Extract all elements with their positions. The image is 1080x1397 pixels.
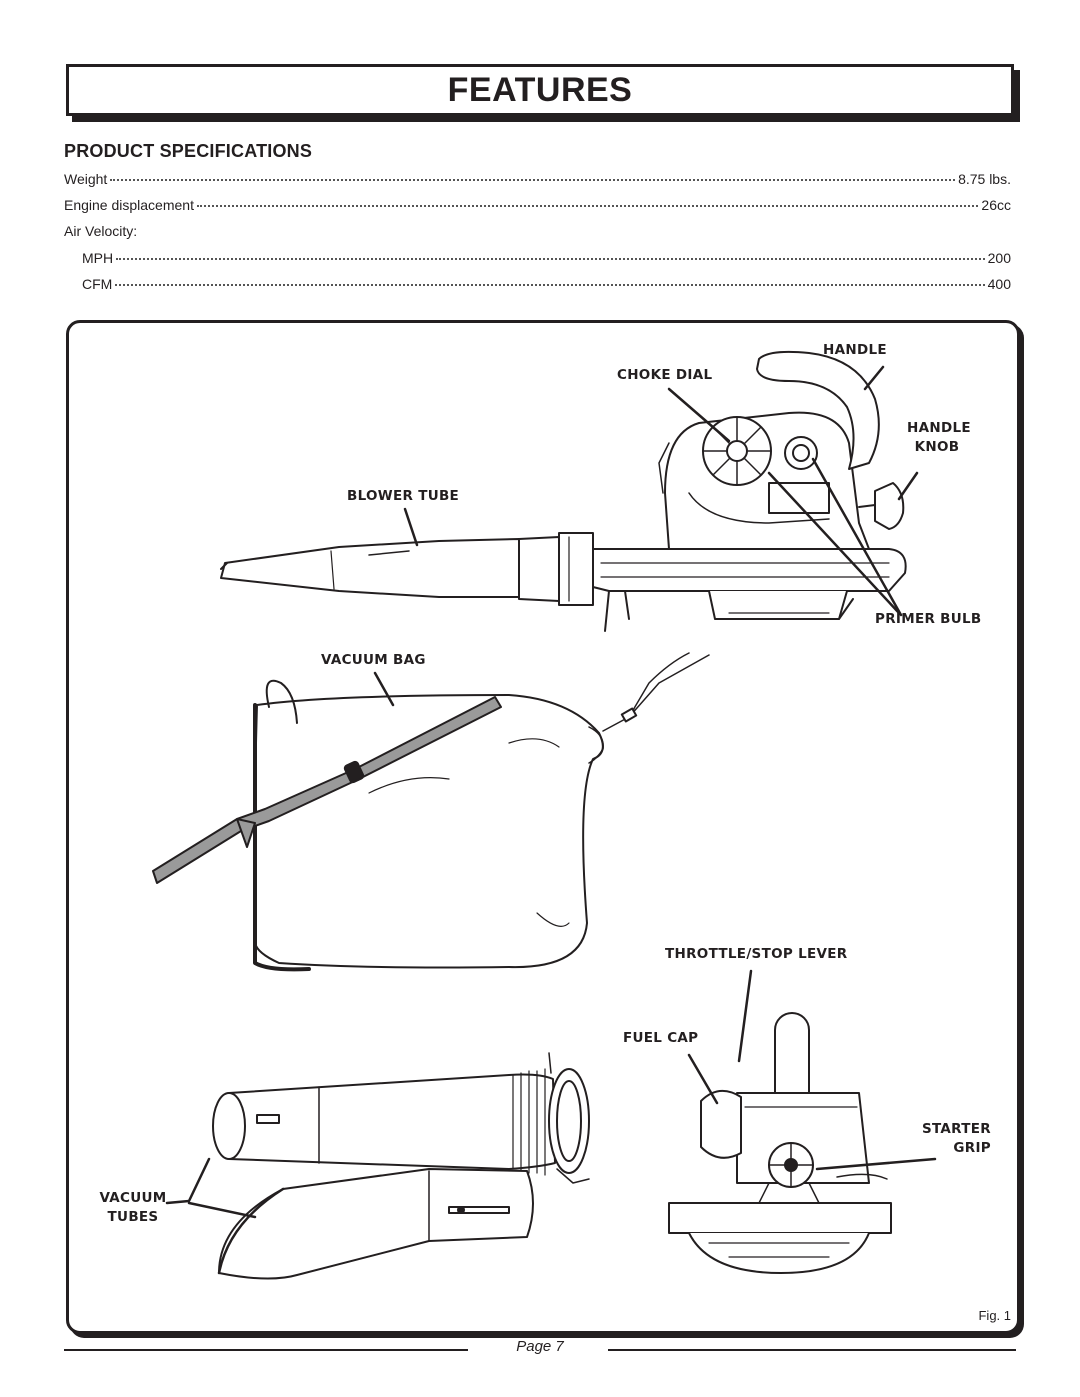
callout-choke-dial: CHOKE DIAL [617, 367, 713, 383]
spec-label: Air Velocity: [64, 223, 138, 239]
spec-row-cfm: CFM 400 [82, 276, 1011, 292]
dot-leader [116, 258, 985, 260]
vacuum-bag-drawing [152, 652, 710, 972]
footer-rule-left [64, 1349, 468, 1351]
callout-throttle-stop-lever: THROTTLE/STOP LEVER [665, 946, 848, 962]
callout-starter-grip: STARTER GRIP [917, 1120, 991, 1158]
callout-starter-grip-line2: GRIP [953, 1140, 991, 1156]
callout-handle-knob: HANDLE KNOB [907, 419, 971, 457]
vacuum-tubes-drawing [212, 1052, 590, 1280]
callout-vacuum-tubes-line2: TUBES [107, 1209, 159, 1225]
spec-value: 400 [987, 276, 1011, 292]
callout-handle-knob-line2: KNOB [914, 439, 960, 455]
page-title: FEATURES [447, 70, 633, 109]
specifications-heading: PRODUCT SPECIFICATIONS [64, 141, 313, 161]
spec-value: 200 [987, 250, 1011, 266]
features-figure: HANDLE CHOKE DIAL HANDLE KNOB BLOWER TUB… [66, 320, 1020, 1334]
dot-leader [196, 205, 979, 207]
figure-caption: Fig. 1 [978, 1308, 1011, 1323]
callout-vacuum-bag: VACUUM BAG [321, 652, 426, 668]
blower-unit-drawing [220, 350, 907, 632]
blower-vacuum-illustration [152, 350, 937, 1280]
dot-leader [115, 284, 985, 286]
spec-value: 8.75 lbs. [958, 171, 1011, 187]
spec-value: 26cc [981, 197, 1011, 213]
callout-primer-bulb: PRIMER BULB [875, 611, 982, 627]
dot-leader [110, 179, 956, 181]
spec-label: Weight [64, 171, 108, 187]
spec-label: Engine displacement [64, 197, 194, 213]
callout-starter-grip-line1: STARTER [921, 1121, 991, 1137]
spec-label: CFM [82, 276, 113, 292]
page-number: Page 7 [516, 1338, 564, 1355]
spec-label: MPH [82, 250, 114, 266]
callout-vacuum-tubes: VACUUM TUBES [97, 1189, 169, 1227]
callout-handle: HANDLE [823, 342, 887, 358]
spec-row-displacement: Engine displacement 26cc [64, 197, 1011, 213]
spec-row-mph: MPH 200 [82, 250, 1011, 266]
blower-front-view-drawing [668, 1012, 892, 1274]
callout-handle-knob-line1: HANDLE [907, 420, 971, 436]
callout-fuel-cap: FUEL CAP [623, 1030, 699, 1046]
footer-rule-right [608, 1349, 1016, 1351]
callout-vacuum-tubes-line1: VACUUM [99, 1190, 167, 1206]
features-title-box: FEATURES [66, 64, 1014, 116]
callout-leader-lines [165, 365, 937, 1219]
callout-blower-tube: BLOWER TUBE [347, 488, 460, 504]
spec-row-weight: Weight 8.75 lbs. [64, 171, 1011, 187]
spec-row-air-velocity: Air Velocity: [64, 223, 1011, 239]
